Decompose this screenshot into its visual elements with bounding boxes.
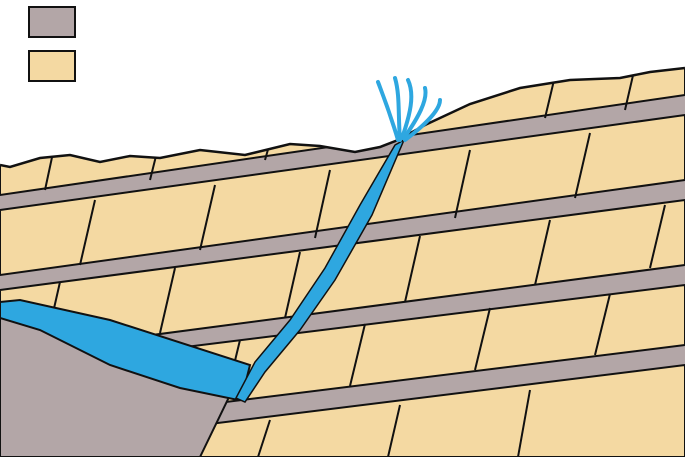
legend [28,6,76,94]
legend-swatch-limestone [28,50,76,82]
legend-swatch-shale [28,6,76,38]
